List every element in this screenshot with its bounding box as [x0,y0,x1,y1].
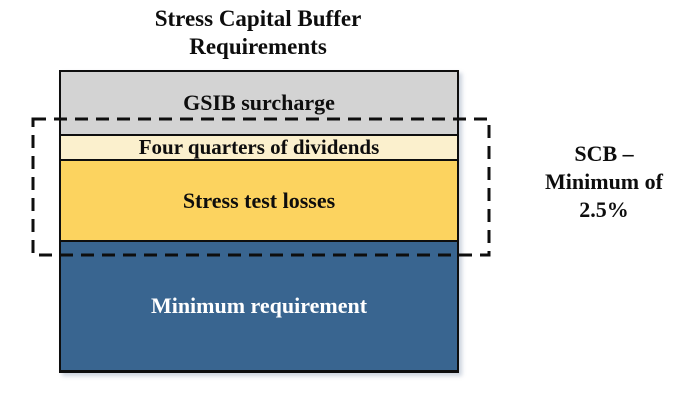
segment-stress-test-losses-label: Stress test losses [182,187,336,213]
segment-minimum-requirement-label: Minimum requirement [150,293,368,318]
segment-four-quarters-dividends-label: Four quarters of dividends [138,135,380,159]
capital-stack-box: GSIB surcharge Four quarters of dividend… [59,70,459,373]
scb-annotation-line3: 2.5% [579,197,629,222]
diagram-title-line1: Stress Capital Buffer [154,6,362,31]
scb-annotation-line1: SCB – [574,141,634,166]
scb-annotation-line2: Minimum of [545,169,663,194]
segment-gsib-surcharge: GSIB surcharge [61,72,457,134]
scb-annotation: SCB – Minimum of 2.5% [520,140,688,224]
segment-minimum-requirement: Minimum requirement [61,240,457,370]
segment-gsib-surcharge-label: GSIB surcharge [183,90,335,115]
segment-stress-test-losses: Stress test losses [61,159,457,240]
diagram-title: Stress Capital Buffer Requirements [98,5,418,61]
segment-four-quarters-dividends: Four quarters of dividends [61,134,457,159]
diagram-title-line2: Requirements [189,34,327,59]
